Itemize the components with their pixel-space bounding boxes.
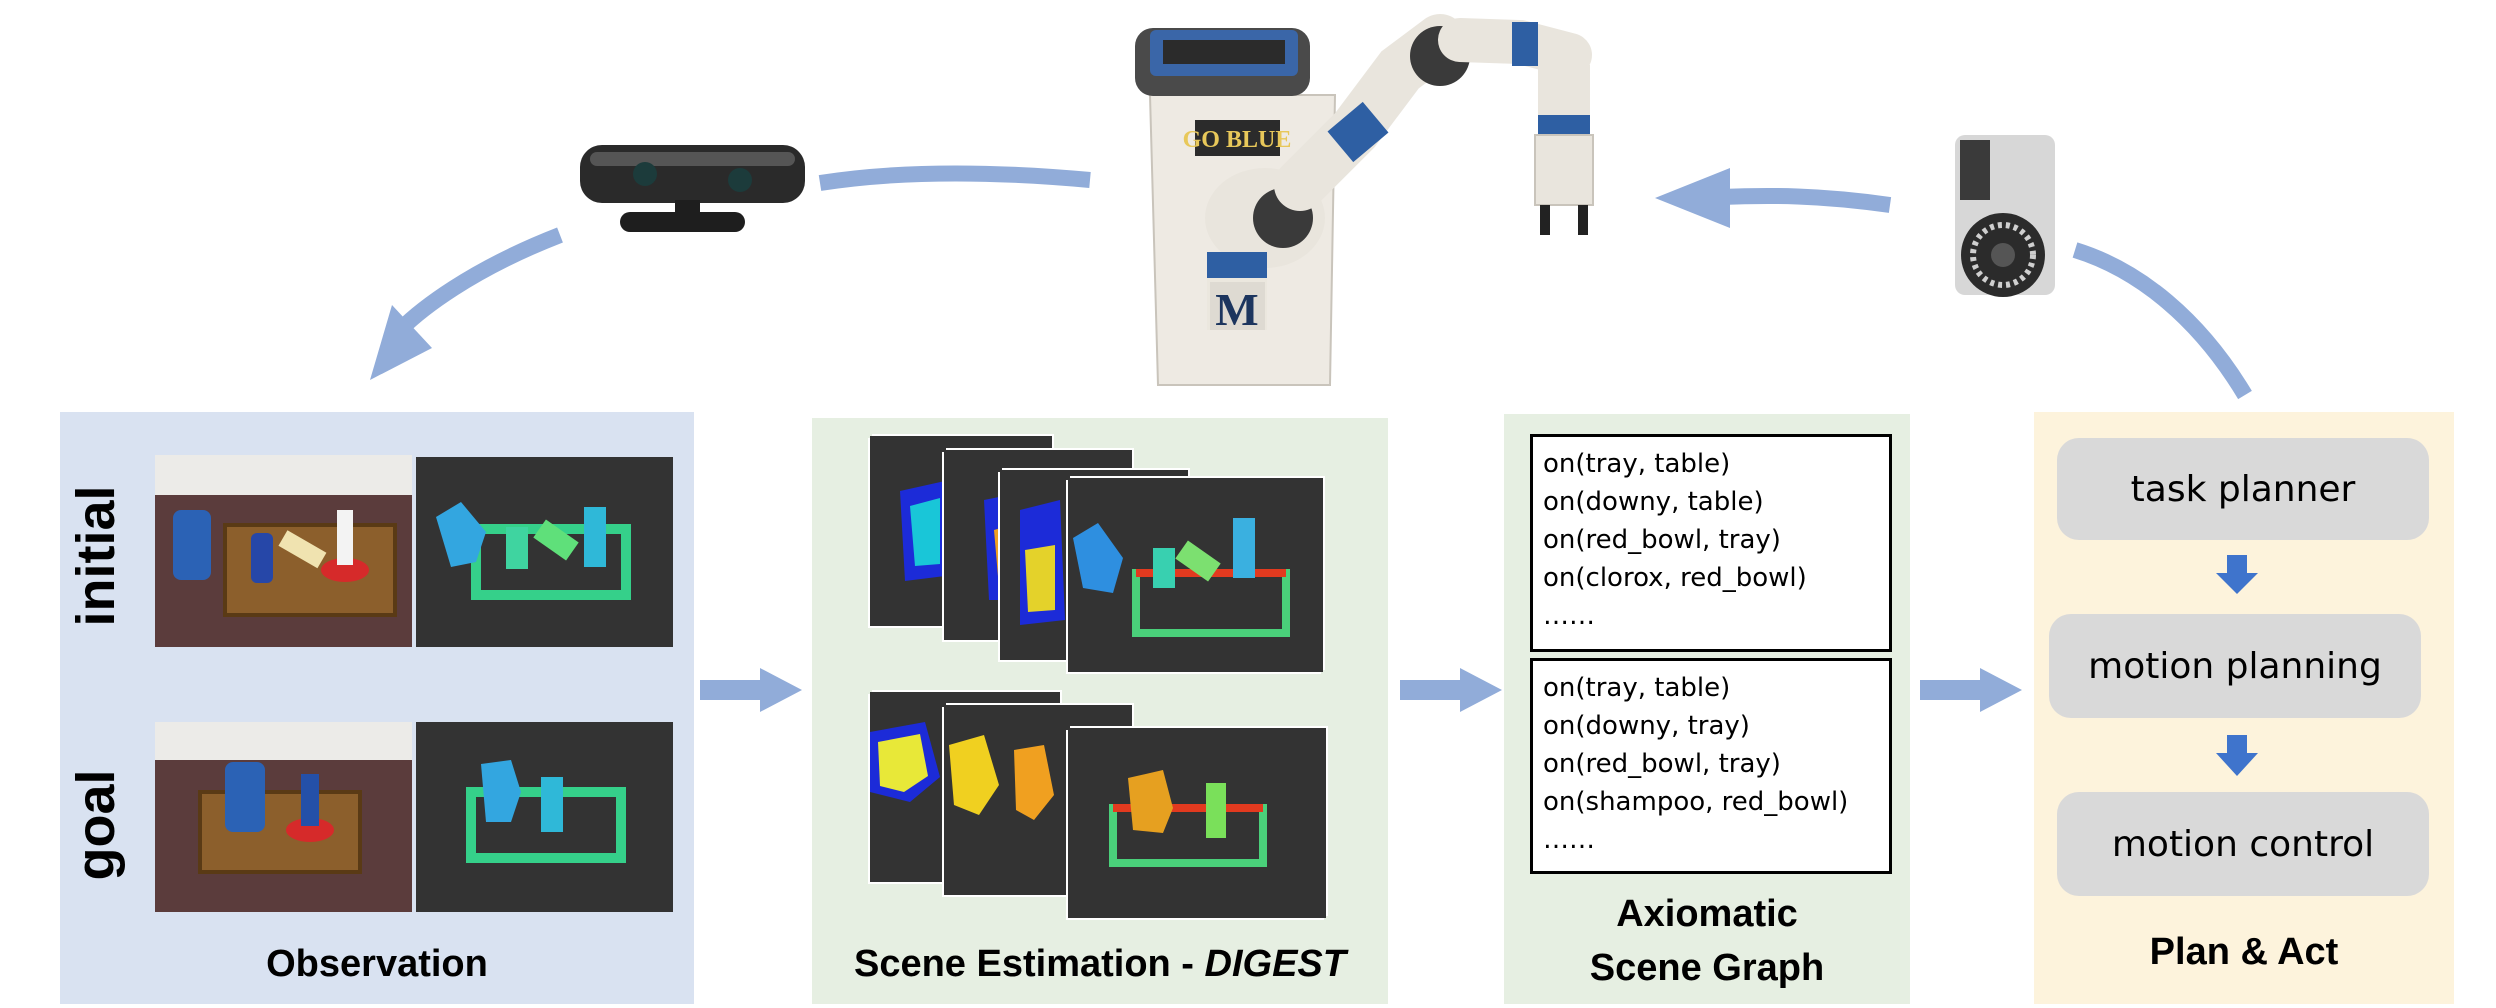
- task-planner-box: task planner: [2057, 438, 2429, 540]
- scene-graph-title-line2: Scene Graph: [1589, 947, 1825, 989]
- initial-relation: on(tray, table): [1543, 449, 1731, 479]
- arrow-gripper-to-robot-head: [1655, 168, 1730, 228]
- arrow-observation-to-scene-head: [760, 668, 802, 712]
- initial-relation: on(red_bowl, tray): [1543, 525, 1781, 555]
- scene-goal-frame-3: [1068, 728, 1326, 918]
- arrow-plan-to-gripper: [2072, 242, 2252, 400]
- initial-relation: on(downy, table): [1543, 487, 1764, 517]
- goal-depth-image: [416, 722, 673, 912]
- arrow-robot-to-camera: [818, 165, 1091, 191]
- plan-act-title: Plan & Act: [2149, 931, 2339, 973]
- goal-relation: on(shampoo, red_bowl): [1543, 787, 1849, 817]
- initial-scene-graph-box: on(tray, table) on(downy, table) on(red_…: [1530, 434, 1892, 652]
- arrow-camera-to-observation-head: [370, 305, 432, 380]
- arrow-gripper-to-robot: [1719, 187, 1892, 213]
- initial-relation: on(clorox, red_bowl): [1543, 563, 1807, 593]
- initial-rgb-image: [155, 455, 412, 647]
- m-logo: M: [1215, 284, 1258, 335]
- scene-estimation-title: Scene Estimation - DIGEST: [812, 940, 1388, 988]
- arrow-observation-to-scene-shaft: [700, 680, 760, 700]
- digest-label: DIGEST: [1204, 943, 1346, 985]
- arrow-graph-to-plan-head: [1980, 668, 2022, 712]
- scene-graph-title-line1: Axiomatic: [1616, 893, 1798, 935]
- goal-scene-graph-box: on(tray, table) on(downy, tray) on(red_b…: [1530, 658, 1892, 874]
- arrow-graph-to-plan-shaft: [1920, 680, 1980, 700]
- scene-estimation-title-main: Scene Estimation -: [853, 943, 1205, 985]
- motion-planning-box: motion planning: [2049, 614, 2421, 718]
- scene-initial-frame-4: [1068, 478, 1323, 672]
- arrow-scene-to-graph-shaft: [1400, 680, 1460, 700]
- observation-title: Observation: [266, 943, 488, 985]
- arrow-camera-to-observation: [394, 227, 563, 336]
- goal-relation: on(downy, tray): [1543, 711, 1750, 741]
- motion-control-box: motion control: [2057, 792, 2429, 896]
- go-blue-badge: GO BLUE: [1183, 127, 1292, 153]
- goal-relation: ……: [1543, 825, 1595, 855]
- initial-depth-image: [416, 457, 673, 647]
- goal-relation: on(red_bowl, tray): [1543, 749, 1781, 779]
- initial-relation: ……: [1543, 601, 1595, 631]
- arrow-scene-to-graph-head: [1460, 668, 1502, 712]
- goal-relation: on(tray, table): [1543, 673, 1731, 703]
- goal-rgb-image: [155, 722, 412, 912]
